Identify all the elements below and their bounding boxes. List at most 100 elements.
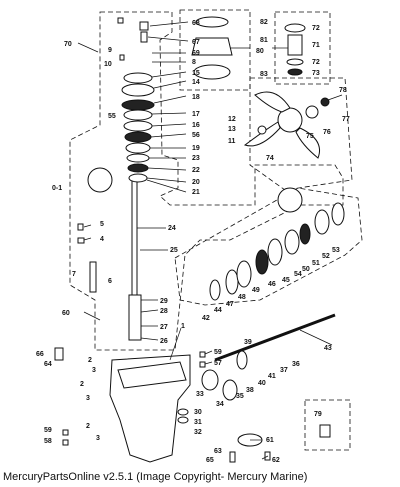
callout-69: 69 <box>192 50 200 57</box>
callout-47: 47 <box>226 301 234 308</box>
callout-15: 15 <box>192 70 200 77</box>
propeller <box>243 91 330 159</box>
callout-2: 2 <box>88 357 92 364</box>
gear-group-outline <box>174 187 363 306</box>
callout-59: 59 <box>44 427 52 434</box>
callout-53: 53 <box>332 247 340 254</box>
callout-26: 26 <box>160 338 168 345</box>
callout-13: 13 <box>228 126 236 133</box>
callout-25: 25 <box>170 247 178 254</box>
drive-shaft <box>131 179 138 301</box>
callout-39: 39 <box>244 339 252 346</box>
water-pump-group-outline <box>179 9 251 91</box>
callout-37: 37 <box>280 367 288 374</box>
callout-20: 20 <box>192 179 200 186</box>
callout-43: 43 <box>324 345 332 352</box>
callout-52: 52 <box>322 253 330 260</box>
callout-61: 61 <box>266 437 274 444</box>
callout-74: 74 <box>266 155 274 162</box>
callout-8: 8 <box>192 59 196 66</box>
callout-2c: 2 <box>86 423 90 430</box>
callout-54: 54 <box>294 271 302 278</box>
callout-51: 51 <box>312 260 320 267</box>
callout-23: 23 <box>192 155 200 162</box>
callout-0-1: 0-1 <box>52 185 62 192</box>
callout-44: 44 <box>214 307 222 314</box>
callout-62: 62 <box>272 457 280 464</box>
water-pump-stack <box>121 21 155 183</box>
callout-40: 40 <box>258 380 266 387</box>
callout-38: 38 <box>246 387 254 394</box>
callout-3: 3 <box>92 367 96 374</box>
callout-72b: 72 <box>312 59 320 66</box>
callout-19: 19 <box>192 145 200 152</box>
callout-70: 70 <box>64 41 72 48</box>
callout-10: 10 <box>104 61 112 68</box>
callout-59b: 59 <box>214 349 222 356</box>
callout-30: 30 <box>194 409 202 416</box>
leader-lines <box>77 21 343 460</box>
callout-34: 34 <box>216 401 224 408</box>
callout-60: 60 <box>62 310 70 317</box>
magnifier-right <box>277 187 303 213</box>
callout-29: 29 <box>160 298 168 305</box>
magnifier-left <box>87 167 113 193</box>
callout-28: 28 <box>160 308 168 315</box>
callout-22: 22 <box>192 167 200 174</box>
callout-64: 64 <box>44 361 52 368</box>
callout-16: 16 <box>192 122 200 129</box>
shaft-sleeve <box>128 294 142 341</box>
callout-31: 31 <box>194 419 202 426</box>
callout-46: 46 <box>268 281 276 288</box>
callout-50: 50 <box>302 266 310 273</box>
callout-73: 73 <box>312 70 320 77</box>
propeller-group-outline <box>249 77 353 191</box>
callout-9: 9 <box>108 47 112 54</box>
callout-82: 82 <box>260 19 268 26</box>
callout-32: 32 <box>194 429 202 436</box>
callout-14: 14 <box>192 79 200 86</box>
callout-67: 67 <box>192 39 200 46</box>
callout-56: 56 <box>192 132 200 139</box>
callout-21: 21 <box>192 189 200 196</box>
seal-inset <box>284 23 306 76</box>
callout-76: 76 <box>323 129 331 136</box>
callout-27: 27 <box>160 324 168 331</box>
callout-58: 58 <box>44 438 52 445</box>
gear-rings <box>177 202 345 447</box>
callout-41: 41 <box>268 373 276 380</box>
callout-33: 33 <box>196 391 204 398</box>
callout-17: 17 <box>192 111 200 118</box>
callout-6: 6 <box>108 278 112 285</box>
callout-78: 78 <box>339 87 347 94</box>
drive-shaft-group-outline <box>69 11 344 351</box>
callout-3b: 3 <box>86 395 90 402</box>
callout-49: 49 <box>252 287 260 294</box>
water-pump-inset <box>191 16 233 80</box>
callout-24: 24 <box>168 225 176 232</box>
callout-48: 48 <box>238 294 246 301</box>
exploded-parts-diagram: 68 67 69 8 15 14 18 17 16 56 19 23 22 20… <box>36 9 363 464</box>
callout-71: 71 <box>312 42 320 49</box>
callout-75: 75 <box>306 133 314 140</box>
callout-42: 42 <box>202 315 210 322</box>
callout-1: 1 <box>181 323 185 330</box>
callout-4: 4 <box>100 236 104 243</box>
callout-65: 65 <box>206 457 214 464</box>
callout-45: 45 <box>282 277 290 284</box>
part-79-outline <box>304 399 351 451</box>
callout-83: 83 <box>260 71 268 78</box>
callout-68: 68 <box>192 20 200 27</box>
callout-18: 18 <box>192 94 200 101</box>
callout-66: 66 <box>36 351 44 358</box>
callout-79: 79 <box>314 411 322 418</box>
copyright-caption: MercuryPartsOnline v2.5.1 (Image Copyrig… <box>3 471 308 483</box>
callout-7: 7 <box>72 271 76 278</box>
callout-63: 63 <box>214 448 222 455</box>
callout-5: 5 <box>100 221 104 228</box>
callout-81: 81 <box>260 37 268 44</box>
callout-12: 12 <box>228 116 236 123</box>
callout-80: 80 <box>256 48 264 55</box>
callout-35: 35 <box>236 393 244 400</box>
